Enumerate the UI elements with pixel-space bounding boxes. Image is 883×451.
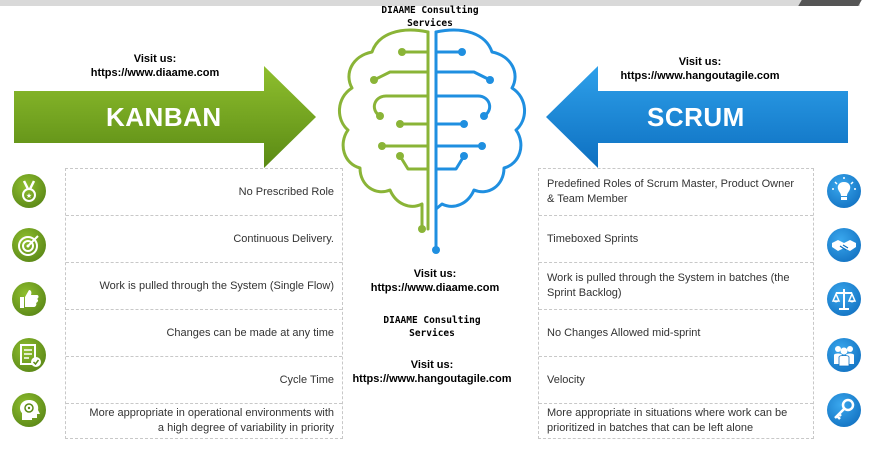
- center-visit-2-url[interactable]: https://www.hangoutagile.com: [352, 373, 512, 385]
- scrum-row: Velocity: [539, 357, 813, 404]
- scrum-row: More appropriate in situations where wor…: [539, 404, 813, 438]
- kanban-visit-label: Visit us:: [133, 53, 177, 65]
- scrum-item: Velocity: [547, 373, 585, 386]
- head-target-icon: [12, 393, 46, 427]
- target-icon: [12, 228, 46, 262]
- brain-diagram: [338, 28, 526, 254]
- kanban-row: Continuous Delivery.: [66, 216, 342, 263]
- kanban-item: No Prescribed Role: [238, 185, 334, 198]
- scales-icon: [827, 282, 861, 316]
- kanban-arrow: [14, 66, 316, 168]
- kanban-row: Changes can be made at any time: [66, 310, 342, 357]
- kanban-panel: No Prescribed Role Continuous Delivery. …: [65, 168, 343, 439]
- scrum-item: Predefined Roles of Scrum Master, Produc…: [547, 178, 794, 205]
- scrum-row: No Changes Allowed mid-sprint: [539, 310, 813, 357]
- medal-icon: ★: [12, 174, 46, 208]
- scrum-panel: Predefined Roles of Scrum Master, Produc…: [538, 168, 814, 439]
- scrum-row: Timeboxed Sprints: [539, 216, 813, 263]
- scrum-item: Timeboxed Sprints: [547, 232, 639, 245]
- lightbulb-icon: [827, 174, 861, 208]
- kanban-row: More appropriate in operational environm…: [66, 404, 342, 438]
- scrum-visit: Visit us: https://www.hangoutagile.com: [600, 55, 800, 83]
- kanban-item: Continuous Delivery.: [233, 232, 334, 245]
- kanban-row: No Prescribed Role: [66, 169, 342, 216]
- kanban-title: KANBAN: [106, 102, 222, 132]
- top-bar: [0, 0, 860, 6]
- center-visit-1-label: Visit us:: [413, 268, 457, 280]
- thumbs-up-icon: [12, 282, 46, 316]
- center-company: DIAAME Consulting Services: [362, 314, 502, 340]
- scrum-item: More appropriate in situations where wor…: [547, 407, 788, 434]
- scrum-item: No Changes Allowed mid-sprint: [547, 326, 701, 339]
- kanban-visit-url[interactable]: https://www.diaame.com: [90, 67, 220, 79]
- svg-text:★: ★: [26, 192, 32, 200]
- kanban-visit: Visit us: https://www.diaame.com: [70, 52, 240, 80]
- scrum-visit-url[interactable]: https://www.hangoutagile.com: [620, 70, 780, 82]
- kanban-item: Cycle Time: [279, 373, 334, 386]
- scrum-row: Work is pulled through the System in bat…: [539, 263, 813, 310]
- header-company-line2: Services: [407, 18, 453, 29]
- kanban-item: Changes can be made at any time: [166, 326, 334, 339]
- key-icon: [827, 393, 861, 427]
- center-visit-1: Visit us: https://www.diaame.com: [355, 267, 515, 295]
- checklist-icon: [12, 338, 46, 372]
- scrum-arrow: [546, 66, 848, 168]
- team-icon: [827, 338, 861, 372]
- center-visit-2-label: Visit us:: [410, 359, 454, 371]
- header-company-line1: DIAAME Consulting: [381, 5, 479, 16]
- center-visit-2: Visit us: https://www.hangoutagile.com: [340, 358, 524, 386]
- top-bar-accent: [798, 0, 862, 6]
- kanban-row: Work is pulled through the System (Singl…: [66, 263, 342, 310]
- center-visit-1-url[interactable]: https://www.diaame.com: [370, 282, 500, 294]
- scrum-row: Predefined Roles of Scrum Master, Produc…: [539, 169, 813, 216]
- center-company-line2: Services: [409, 328, 455, 339]
- header-company: DIAAME Consulting Services: [360, 4, 500, 30]
- kanban-row: Cycle Time: [66, 357, 342, 404]
- scrum-title: SCRUM: [647, 102, 745, 132]
- kanban-item: More appropriate in operational environm…: [89, 407, 334, 434]
- scrum-item: Work is pulled through the System in bat…: [547, 272, 790, 299]
- handshake-icon: [827, 228, 861, 262]
- center-company-line1: DIAAME Consulting: [383, 315, 481, 326]
- kanban-item: Work is pulled through the System (Singl…: [99, 279, 334, 292]
- scrum-visit-label: Visit us:: [678, 56, 722, 68]
